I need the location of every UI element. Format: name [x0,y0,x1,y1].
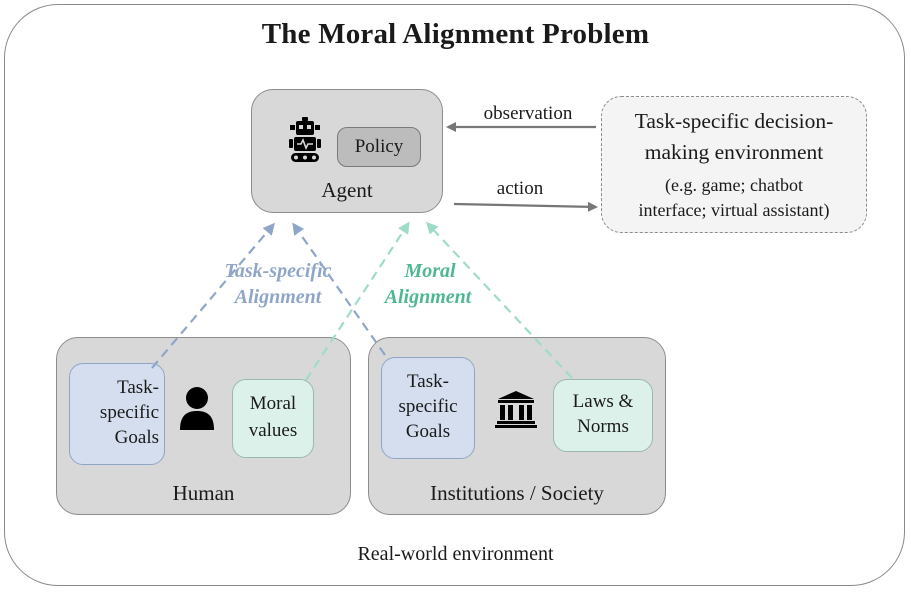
laws-norms-line2: Norms [577,416,629,437]
moral-alignment-arrow-human [305,221,410,381]
task-alignment-arrow-institutions [292,222,386,356]
policy-box: Policy [337,127,421,167]
robot-icon [289,117,321,162]
human-goals-box [69,363,165,465]
human-goals-line2: specific [99,402,159,423]
environment-line2: making environment [644,140,824,164]
environment-line1: Task-specific decision- [634,109,834,133]
action-arrow [453,201,598,212]
institution-goals-line3: Goals [405,421,451,442]
institution-goals-line2: specific [398,396,458,417]
moral-alignment-arrow-institutions [425,221,573,379]
task-alignment-label-line2: Alignment [234,286,322,308]
moral-alignment-label-line1: Moral [404,260,456,282]
task-alignment-label-line1: Task-specific [224,260,332,282]
moral-values-box [232,379,314,458]
action-label: action [496,178,544,199]
human-goals-line1: Task- [117,377,159,398]
task-environment-box [601,96,867,233]
laws-norms-box [553,379,653,452]
institution-icon [495,391,537,428]
institutions-label: Institutions / Society [430,481,604,505]
policy-label: Policy [354,136,404,157]
observation-label: observation [483,103,573,124]
moral-alignment-label-line2: Alignment [384,286,472,308]
moral-values-line1: Moral [249,393,297,414]
environment-line4: interface; virtual assistant) [638,200,830,220]
institution-goals-box [381,357,475,459]
moral-values-line2: values [248,420,298,441]
agent-label: Agent [321,178,373,202]
environment-line3: (e.g. game; chatbot [665,175,803,195]
laws-norms-line1: Laws & [572,391,634,412]
human-goals-line3: Goals [114,427,159,448]
diagram-title: The Moral Alignment Problem [261,18,650,50]
person-icon [180,387,214,430]
human-label: Human [172,481,235,505]
institution-goals-line1: Task- [407,371,449,392]
real-world-environment-label: Real-world environment [357,543,554,565]
task-alignment-arrow-human [151,222,275,369]
